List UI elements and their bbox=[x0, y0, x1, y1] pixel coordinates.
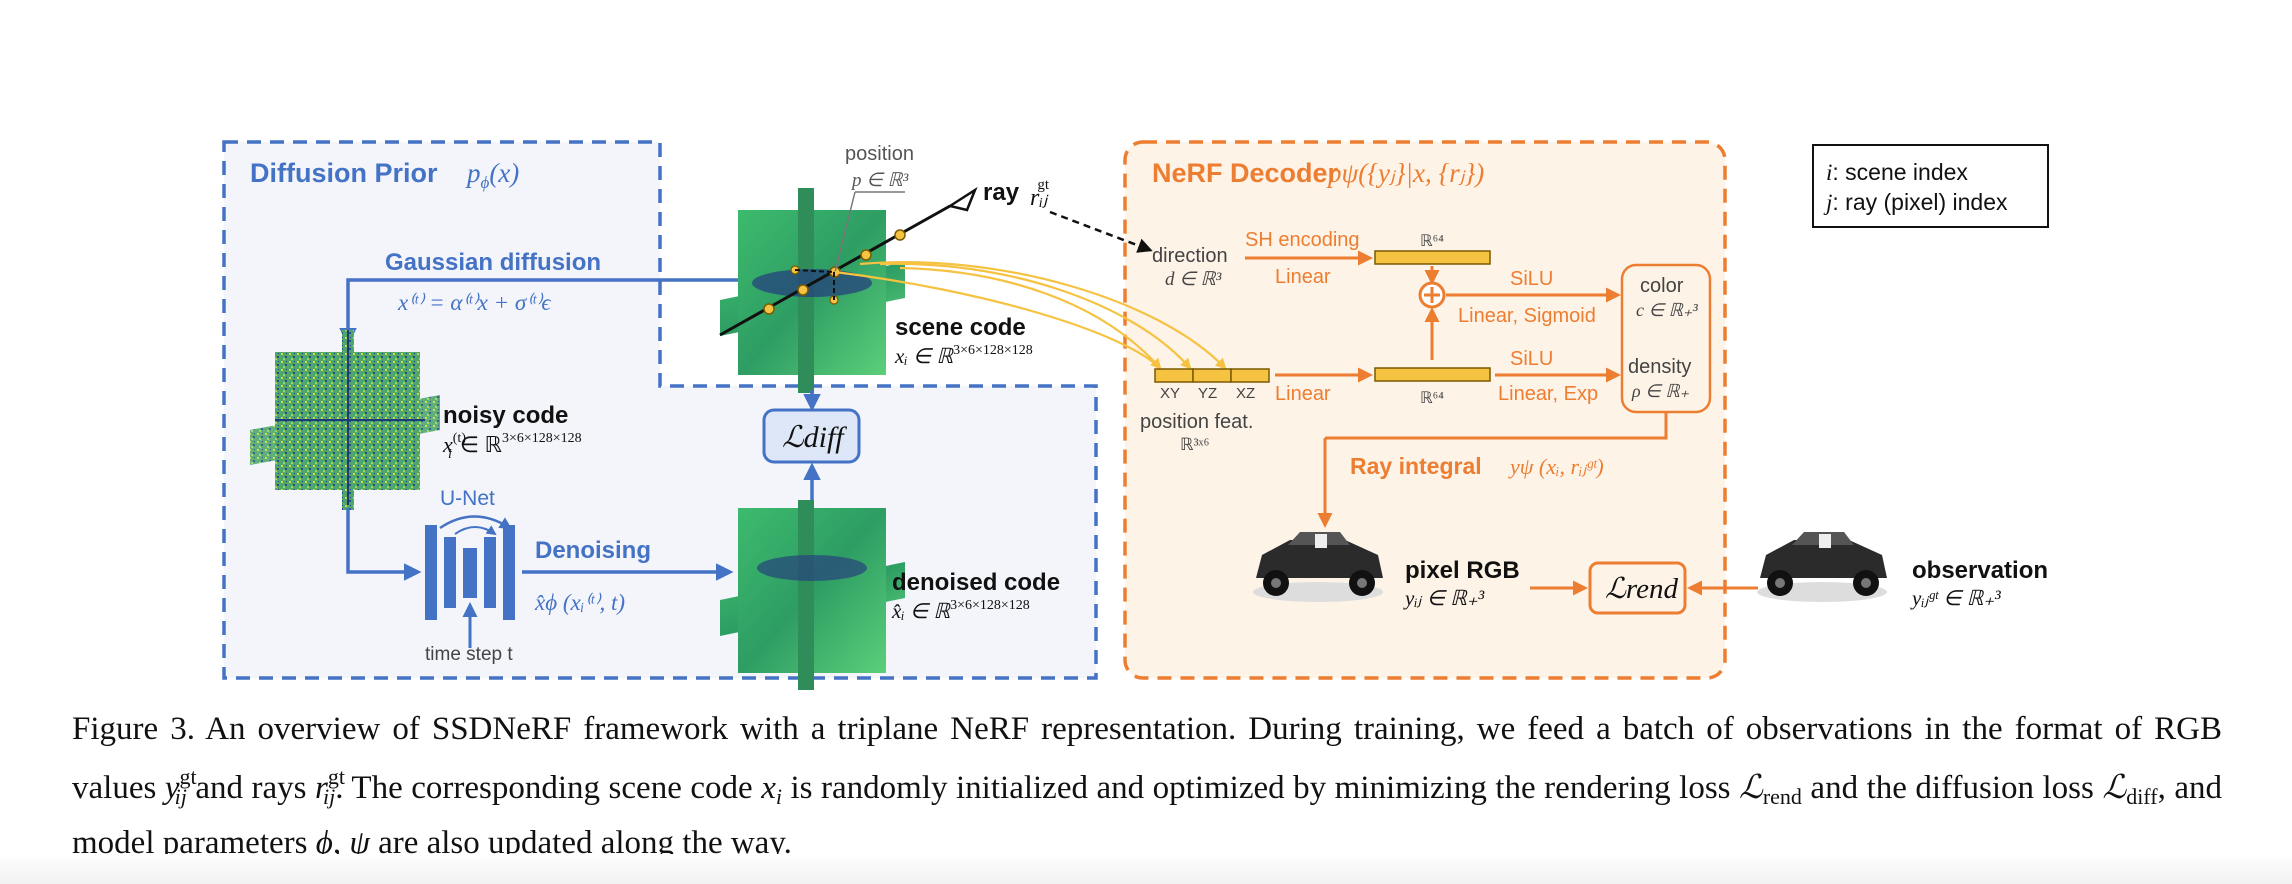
pixel-rgb-math: yᵢⱼ ∈ ℝ₊³ bbox=[1403, 586, 1485, 610]
pixel-rgb-label: pixel RGB bbox=[1405, 557, 1520, 584]
time-step-label: time step t bbox=[425, 644, 513, 665]
noisy-code-label: noisy code bbox=[443, 402, 568, 429]
noisy-code-triplane: noisy code x(t)i∈ ℝ3×6×128×128 bbox=[250, 330, 582, 510]
scene-code-triplane: position p ∈ ℝ³ ray rᵢⱼgt scene code xᵢ … bbox=[719, 143, 1050, 393]
gaussian-diffusion-label: Gaussian diffusion bbox=[385, 249, 601, 276]
unet-label: U-Net bbox=[440, 487, 495, 510]
legend-ray-index: j: ray (pixel) index bbox=[1823, 189, 2008, 215]
color-math: c ∈ ℝ₊³ bbox=[1636, 300, 1698, 320]
caption-y-sup: gt bbox=[179, 764, 197, 789]
denoised-code-math: x̂ᵢ ∈ ℝ3×6×128×128 bbox=[891, 598, 1030, 623]
xy-label: XY bbox=[1160, 385, 1180, 402]
figure-caption: Figure 3. An overview of SSDNeRF framewo… bbox=[72, 706, 2222, 867]
unet-block: U-Net time step t bbox=[425, 487, 515, 665]
caption-part-2: and rays bbox=[186, 770, 316, 806]
bottom-shade bbox=[0, 854, 2292, 884]
ray-integral-label: Ray integral bbox=[1350, 453, 1482, 479]
density-math: ρ ∈ ℝ₊ bbox=[1631, 381, 1690, 401]
nerf-decoder-title: NeRF Decoder bbox=[1152, 158, 1339, 188]
index-legend: i: scene index j: ray (pixel) index bbox=[1812, 144, 2049, 228]
observation-car-image bbox=[1757, 532, 1887, 602]
direction-math: d ∈ ℝ³ bbox=[1165, 269, 1222, 290]
position-feat-math: ℝ³ˣ⁶ bbox=[1180, 435, 1209, 454]
diffusion-prior-title: Diffusion Prior bbox=[250, 158, 438, 188]
caption-y-sub: ij bbox=[174, 784, 187, 809]
feature-sampling-curves bbox=[834, 261, 1227, 370]
gaussian-diffusion: Gaussian diffusion x⁽ᵗ⁾ = α⁽ᵗ⁾x + σ⁽ᵗ⁾ϵ bbox=[339, 249, 740, 346]
r64-bottom-label: ℝ⁶⁴ bbox=[1420, 390, 1444, 407]
caption-part-4: is randomly initialized and optimized by… bbox=[781, 770, 1740, 806]
ray-integral-math: yψ (xᵢ, rᵢⱼᵍᵗ) bbox=[1508, 454, 1604, 479]
feature-bar-top bbox=[1374, 250, 1491, 265]
noisy-code-math: x(t)i∈ ℝ3×6×128×128 bbox=[442, 431, 582, 462]
caption-r-sub: ij bbox=[323, 784, 336, 809]
linear-sigmoid-label: Linear, Sigmoid bbox=[1458, 305, 1596, 327]
direction-label: direction bbox=[1152, 245, 1228, 267]
overview-figure: Diffusion Prior pϕ(x) NeRF Decoder pψ({y… bbox=[222, 140, 2049, 690]
rendered-car-image bbox=[1253, 532, 1383, 602]
linear-exp-label: Linear, Exp bbox=[1498, 383, 1598, 405]
loss-rend-box: ℒrend bbox=[1588, 561, 1687, 615]
observation-label: observation bbox=[1912, 557, 2048, 584]
linear-2-label: Linear bbox=[1275, 383, 1331, 405]
r64-top-label: ℝ⁶⁴ bbox=[1420, 233, 1444, 250]
feature-bar-bottom bbox=[1374, 367, 1491, 382]
denoising-equation: x̂ϕ (xᵢ⁽ᵗ⁾, t) bbox=[534, 590, 625, 615]
legend-scene-index: i: scene index bbox=[1826, 159, 1968, 185]
caption-x-sub: i bbox=[775, 784, 782, 809]
caption-r-var: r bbox=[315, 770, 328, 806]
nerf-decoder-math: pψ({yⱼ}|x, {rⱼ}) bbox=[1326, 158, 1484, 188]
caption-lrend-sub: rend bbox=[1762, 784, 1802, 809]
color-label: color bbox=[1640, 275, 1684, 297]
ray-to-direction-arrow bbox=[1049, 210, 1153, 253]
caption-r-sup: gt bbox=[327, 764, 346, 789]
loss-diff-label: ℒdiff bbox=[782, 421, 847, 454]
scene-code-label: scene code bbox=[895, 314, 1026, 341]
loss-rend-label: ℒrend bbox=[1605, 573, 1678, 605]
silu-2-label: SiLU bbox=[1510, 348, 1553, 370]
caption-x-var: x bbox=[761, 770, 776, 806]
observation-math: yᵢⱼᵍᵗ ∈ ℝ₊³ bbox=[1910, 586, 2001, 610]
nerf-network: direction d ∈ ℝ³ SH encoding Linear ℝ⁶⁴ … bbox=[1140, 229, 1712, 528]
caption-part-5: and the diffusion loss bbox=[1801, 770, 2103, 806]
denoised-code-triplane: denoised code x̂ᵢ ∈ ℝ3×6×128×128 bbox=[720, 500, 1060, 690]
noisy-to-unet-arrow bbox=[346, 508, 422, 581]
scene-code-math: xᵢ ∈ ℝ3×6×128×128 bbox=[894, 343, 1033, 368]
caption-ldiff-var: ℒ bbox=[2102, 770, 2127, 806]
caption-lrend-var: ℒ bbox=[1739, 770, 1763, 806]
caption-ldiff-sub: diff bbox=[2126, 784, 2158, 809]
position-label: position bbox=[845, 143, 914, 165]
ray-label: ray bbox=[983, 179, 1020, 206]
caption-part-1: Figure 3. An overview of SSDNeRF framewo… bbox=[72, 711, 2222, 806]
xz-label: XZ bbox=[1236, 385, 1255, 402]
silu-1-label: SiLU bbox=[1510, 268, 1553, 290]
position-math: p ∈ ℝ³ bbox=[850, 170, 909, 191]
linear-1-label: Linear bbox=[1275, 266, 1331, 288]
diffusion-prior-math: pϕ(x) bbox=[465, 158, 519, 192]
caption-text: Figure 3. An overview of SSDNeRF framewo… bbox=[72, 706, 2222, 867]
position-feat-label: position feat. bbox=[1140, 411, 1253, 433]
denoising-label: Denoising bbox=[535, 537, 651, 564]
caption-part-3: . The corresponding scene code bbox=[335, 770, 762, 806]
gaussian-diffusion-equation: x⁽ᵗ⁾ = α⁽ᵗ⁾x + σ⁽ᵗ⁾ϵ bbox=[397, 290, 551, 315]
yz-label: YZ bbox=[1198, 385, 1217, 402]
caption-y-var: y bbox=[164, 770, 180, 806]
nerf-decoder-panel: NeRF Decoder pψ({yⱼ}|x, {rⱼ}) bbox=[1123, 140, 1727, 680]
density-label: density bbox=[1628, 356, 1691, 378]
denoising-step: Denoising x̂ϕ (xᵢ⁽ᵗ⁾, t) bbox=[522, 537, 734, 615]
denoised-code-label: denoised code bbox=[892, 569, 1060, 596]
ray-math: rᵢⱼgt bbox=[1030, 177, 1050, 211]
loss-diff-box: ℒdiff bbox=[762, 408, 861, 464]
sh-encoding-label: SH encoding bbox=[1245, 229, 1360, 251]
